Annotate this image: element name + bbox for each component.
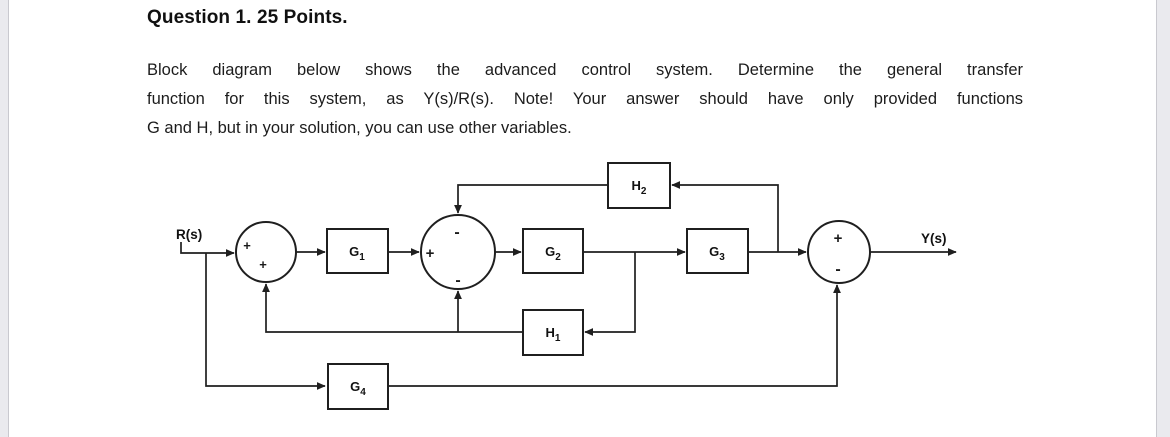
block-g2-label: G2	[545, 244, 561, 263]
block-g1	[326, 228, 389, 274]
block-g3-label: G3	[709, 244, 725, 263]
wire-g3-tap-to-h2	[671, 181, 779, 252]
j3-sign-top: +	[834, 230, 843, 247]
j2-sign-left: +	[426, 245, 435, 262]
output-signal-label: Y(s)	[921, 231, 947, 246]
wire-rs-input	[180, 242, 235, 257]
summing-junction-1	[235, 221, 297, 283]
block-g3	[686, 228, 749, 274]
question-body-line: Block diagram below shows the advanced c…	[147, 61, 1023, 79]
j1-sign-bottom: +	[259, 257, 267, 272]
viewer-left-edge	[0, 0, 9, 437]
block-g2	[522, 228, 584, 274]
question-title: Question 1. 25 Points.	[147, 7, 348, 28]
viewer-right-edge	[1156, 0, 1170, 437]
j3-sign-bottom: -	[835, 261, 840, 278]
block-g1-label: G1	[349, 244, 365, 263]
j2-sign-top: -	[454, 224, 459, 241]
j2-sign-bottom: -	[455, 272, 460, 289]
block-g4-label: G4	[350, 379, 366, 398]
input-signal-label: R(s)	[176, 227, 202, 242]
wire-g2-tap-to-h1	[584, 252, 636, 336]
block-h1	[522, 309, 584, 356]
wire-rs-branch-to-g4	[205, 253, 326, 390]
block-h2-label: H2	[632, 178, 647, 197]
wire-g4-to-j3	[388, 284, 841, 387]
j1-sign-left: +	[243, 238, 251, 253]
summing-junction-3	[807, 220, 871, 284]
question-body: Block diagram below shows the advanced c…	[147, 56, 1023, 144]
block-h1-label: H1	[546, 325, 561, 344]
wire-h1-to-j1	[262, 283, 523, 333]
block-g4	[327, 363, 389, 410]
question-body-line: function for this system, as Y(s)/R(s). …	[147, 90, 1023, 109]
summing-junction-2	[420, 214, 496, 290]
block-h2	[607, 162, 671, 209]
question-body-line: G and H, but in your solution, you can u…	[147, 119, 572, 138]
wire-h2-to-j2	[454, 184, 608, 214]
